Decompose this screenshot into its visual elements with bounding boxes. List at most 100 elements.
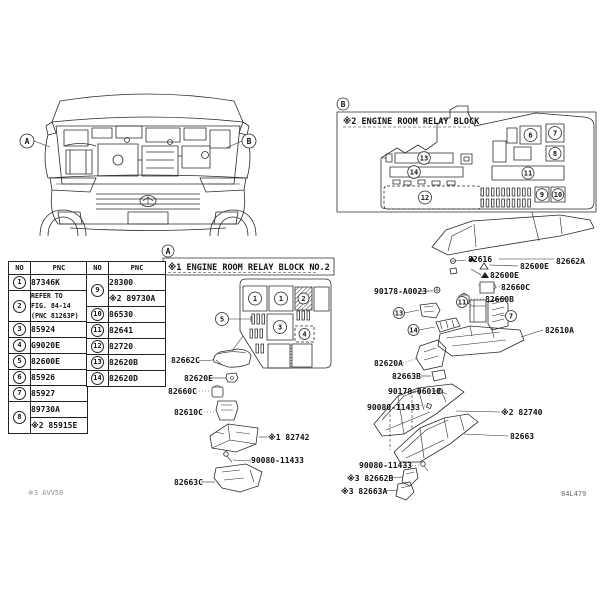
footer-model-code: ※3 AVV50 [28, 489, 63, 497]
pnc-cell: 86530 [108, 306, 166, 323]
no-cell: 11 [86, 322, 109, 339]
no-cell: 10 [86, 306, 109, 323]
car-callout-b: B [247, 137, 252, 146]
pnc-cell: 82620D [108, 370, 166, 387]
car-callout-b-circle [242, 134, 256, 148]
panel-engine-room-relay-block: B ※2 ENGINE ROOM RELAY BLOCK 6 7 8 11 9 … [337, 98, 596, 241]
marker-14: 14 [409, 327, 417, 335]
car-callout-a: A [25, 137, 30, 146]
slot-a4: 4 [302, 331, 306, 339]
marker-13: 13 [395, 310, 403, 318]
car-front-illustration: A B [20, 94, 256, 236]
column-header: PNC [30, 261, 88, 275]
pnc-cell: 28300 [108, 274, 166, 291]
no-cell: 2 [8, 290, 31, 322]
pnc-cell: G9020E [30, 337, 88, 354]
row-number-circle: 6 [13, 371, 26, 384]
slot-8: 8 [553, 150, 557, 158]
no-cell: 8 [8, 401, 31, 434]
label-82662A: 82662A [556, 257, 585, 266]
pnc-cell: 82620B [108, 354, 166, 371]
slot-6: 6 [528, 132, 532, 140]
slot-14: 14 [410, 169, 418, 177]
label-82660B: 82660B [485, 295, 514, 304]
no-cell: 3 [8, 321, 31, 338]
slot-11: 11 [524, 170, 532, 178]
label-82616: 82616 [468, 255, 492, 264]
label-82660C-right: 82660C [501, 283, 530, 292]
slot-a3: 3 [278, 324, 282, 332]
panel-b-title: ※2 ENGINE ROOM RELAY BLOCK [343, 116, 480, 127]
label-82663A: ※3 82663A [341, 486, 387, 496]
label-82663: 82663 [510, 432, 534, 441]
no-cell: 12 [86, 338, 109, 355]
pnc-cell: 85927 [30, 385, 88, 402]
slot-a1: 1 [253, 295, 257, 303]
no-cell: 4 [8, 337, 31, 354]
no-cell: 9 [86, 274, 109, 307]
row-number-circle: 11 [91, 324, 104, 337]
row-number-circle: 13 [91, 356, 104, 369]
row-number-circle: 14 [91, 372, 104, 385]
middle-exploded-parts [210, 349, 262, 492]
label-90080-11433-c: 90080-11433 [251, 456, 304, 465]
row-number-circle: 12 [91, 340, 104, 353]
row-number-circle: 5 [13, 355, 26, 368]
part-number-labels: 82616 82662A 82600E 82600E 82660C 82660B… [168, 255, 585, 496]
slot-12: 12 [421, 194, 429, 202]
row-number-circle: 2 [13, 299, 26, 313]
row-number-circle: 1 [13, 276, 26, 289]
circled-markers: 13 14 11 7 [394, 297, 517, 336]
no-cell: 7 [8, 385, 31, 402]
panel-a-title: ※1 ENGINE ROOM RELAY BLOCK NO.2 [168, 262, 330, 273]
label-82610C: 82610C [174, 408, 203, 417]
label-82740: ※2 82740 [501, 407, 543, 417]
column-header: PNC [108, 261, 166, 275]
label-82620A: 82620A [374, 359, 403, 368]
label-90080-11433-a: 90080-11433 [367, 403, 420, 412]
column-header: NO [86, 261, 109, 275]
slot-13: 13 [420, 155, 428, 163]
pnc-cell: ※2 89730A [108, 290, 166, 307]
row-number-circle: 4 [13, 339, 26, 352]
slot-a5: 5 [220, 316, 224, 324]
no-cell: 5 [8, 353, 31, 370]
right-exploded-parts [374, 215, 594, 500]
pnc-cell: 85926 [30, 369, 88, 386]
label-82660C-mid: 82660C [168, 387, 197, 396]
pnc-cell: ※2 85915E [30, 417, 88, 434]
leader-lines [196, 259, 554, 491]
no-cell: 13 [86, 354, 109, 371]
row-number-circle: 8 [13, 411, 26, 424]
label-82742: ※1 82742 [268, 432, 310, 442]
panel-a-callout: A [166, 247, 171, 256]
marker-11: 11 [458, 299, 466, 307]
slot-a2: 2 [301, 295, 305, 303]
label-82662B: ※3 82662B [347, 473, 393, 483]
panel-relay-block-no2: A ※1 ENGINE ROOM RELAY BLOCK NO.2 1 1 2 … [162, 245, 334, 368]
column-header: NO [8, 261, 31, 275]
label-82600E-2: 82600E [490, 271, 519, 280]
label-82600E-1: 82600E [520, 262, 549, 271]
slot-7: 7 [553, 130, 557, 138]
pnc-cell: 82720 [108, 338, 166, 355]
footer-figure-number: 84L479 [561, 490, 586, 498]
label-90080-11433-b: 90080-11433 [359, 461, 412, 470]
car-callout-a-circle [20, 134, 34, 148]
slot-9: 9 [540, 191, 544, 199]
pnc-cell: 82600E [30, 353, 88, 370]
marker-7: 7 [509, 313, 513, 321]
row-number-circle: 9 [91, 284, 104, 297]
fuse-row-icons [481, 188, 530, 207]
row-number-circle: 3 [13, 323, 26, 336]
label-90178-06018: 90178-06018 [388, 387, 441, 396]
no-cell: 6 [8, 369, 31, 386]
pnc-cell: 89730A [30, 401, 88, 418]
label-82610A: 82610A [545, 326, 574, 335]
pnc-cell: 82641 [108, 322, 166, 339]
row-number-circle: 7 [13, 387, 26, 400]
